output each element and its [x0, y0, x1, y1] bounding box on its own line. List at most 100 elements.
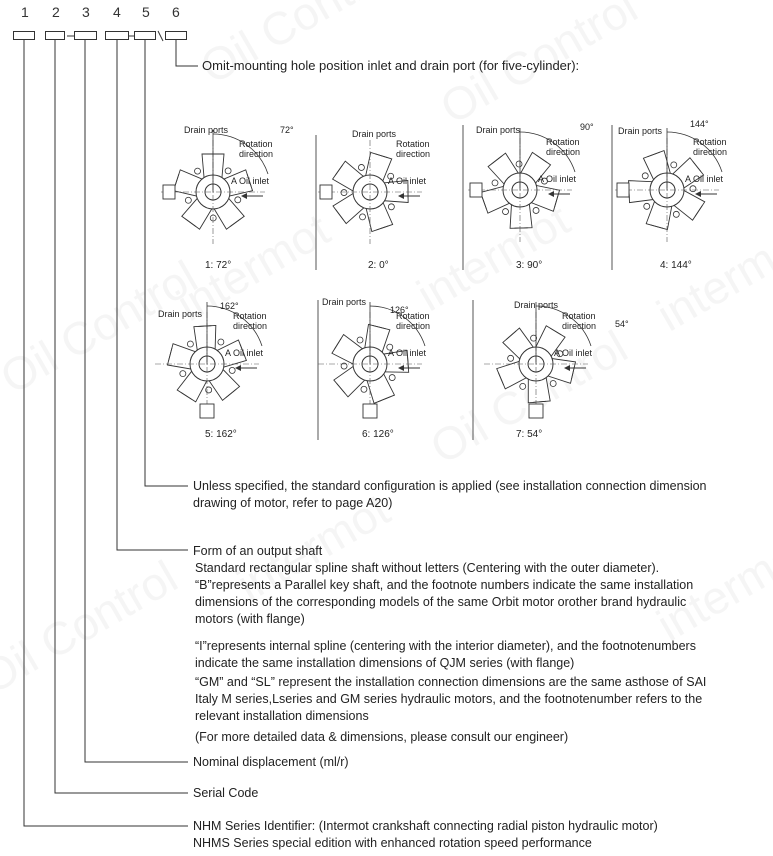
bolt-hole	[502, 208, 509, 215]
inlet-arrow-icon	[695, 191, 701, 197]
bolt-hole	[532, 207, 540, 214]
angle-label: 90°	[580, 122, 594, 132]
bolt-hole	[360, 385, 368, 393]
bolt-hole	[179, 370, 187, 378]
description-4-line: dimensions of the corresponding models o…	[195, 595, 687, 609]
inlet-arrow-icon	[235, 365, 241, 371]
rotation-label: direction	[562, 321, 596, 331]
bolt-hole	[340, 362, 348, 370]
variant-caption: 5: 162°	[205, 429, 237, 440]
bolt-hole	[689, 185, 697, 193]
description-1-line-1: NHM Series Identifier: (Intermot cranksh…	[193, 819, 658, 833]
bolt-hole	[556, 350, 564, 358]
bolt-hole	[205, 386, 213, 394]
description-3: Nominal displacement (ml/r)	[193, 755, 349, 769]
bolt-hole	[184, 196, 192, 204]
variant-caption: 6: 126°	[362, 429, 394, 440]
variant-caption: 2: 0°	[368, 260, 389, 271]
bolt-hole	[234, 196, 242, 204]
bolt-hole	[670, 161, 678, 169]
bolt-hole	[643, 202, 651, 210]
bolt-hole	[387, 203, 395, 211]
description-4-line: “GM” and “SL” represent the installation…	[195, 675, 707, 689]
description-4-line: indicate the same installation dimension…	[195, 656, 575, 670]
oil-inlet-label: A Oil inlet	[388, 348, 427, 358]
bolt-hole	[515, 160, 523, 168]
description-4-line: relevant installation dimensions	[195, 709, 369, 723]
code-position-4: 4	[113, 4, 121, 20]
description-5-line-2: drawing of motor, refer to page A20)	[193, 496, 393, 510]
rotation-label: direction	[239, 149, 273, 159]
rotation-label: direction	[396, 321, 430, 331]
description-4-line: “I”represents internal spline (centering…	[195, 639, 696, 653]
angle-label: 126°	[390, 305, 409, 315]
variant-caption: 3: 90°	[516, 260, 542, 271]
bolt-hole	[186, 340, 194, 348]
bolt-hole	[358, 164, 365, 171]
angle-arc	[666, 131, 723, 173]
inlet-arrow-icon	[398, 193, 404, 199]
bolt-hole	[386, 343, 394, 351]
code-box-2	[45, 31, 65, 40]
oil-inlet-label: A Oil inlet	[225, 348, 264, 358]
section-header: Omit-mounting hole position inlet and dr…	[202, 58, 580, 73]
description-4-line: Italy M series,Lseries and GM series hyd…	[195, 692, 703, 706]
bolt-hole	[228, 367, 236, 374]
description-4-line: motors (with flange)	[195, 612, 305, 626]
code-position-5: 5	[142, 4, 150, 20]
code-position-3: 3	[82, 4, 90, 20]
rotation-label: Rotation	[396, 311, 430, 321]
description-4-title: Form of an output shaft	[193, 544, 323, 558]
angle-label: 162°	[220, 301, 239, 311]
rotation-label: direction	[396, 149, 430, 159]
bolt-hole	[491, 179, 499, 187]
bolt-hole	[340, 189, 348, 196]
drain-ports-label: Drain ports	[476, 125, 521, 135]
oil-inlet-label: A Oil inlet	[231, 176, 270, 186]
rotation-label: Rotation	[396, 139, 430, 149]
angle-label: 54°	[615, 319, 629, 329]
drain-ports-label: Drain ports	[322, 297, 367, 307]
angle-arc	[206, 305, 263, 347]
code-position-1: 1	[21, 4, 29, 20]
bolt-hole	[387, 172, 395, 180]
rotation-label: Rotation	[562, 311, 596, 321]
rotation-label: Rotation	[693, 137, 727, 147]
bolt-hole	[519, 382, 527, 390]
variant-caption: 7: 54°	[516, 429, 542, 440]
description-4-line: “B”represents a Parallel key shaft, and …	[195, 578, 694, 592]
bolt-hole	[549, 380, 557, 387]
inlet-arrow-icon	[548, 191, 554, 197]
drain-ports-label: Drain ports	[618, 126, 663, 136]
variant-caption: 1: 72°	[205, 260, 231, 271]
inlet-arrow-icon	[398, 365, 404, 371]
rotation-label: Rotation	[239, 139, 273, 149]
oil-inlet-label: A Oil inlet	[388, 176, 427, 186]
code-box-5	[134, 31, 156, 40]
code-box-6	[165, 31, 187, 40]
rotation-label: direction	[233, 321, 267, 331]
drain-ports-label: Drain ports	[514, 300, 559, 310]
bolt-hole	[507, 354, 515, 362]
angle-label: 144°	[690, 119, 709, 129]
code-position-6: 6	[172, 4, 180, 20]
code-box-4	[105, 31, 129, 40]
bolt-hole	[217, 338, 225, 346]
angle-arc	[535, 305, 592, 347]
bolt-hole	[388, 374, 396, 381]
code-box-1	[13, 31, 35, 40]
angle-arc	[519, 131, 576, 173]
description-4-line: Standard rectangular spline shaft withou…	[195, 561, 660, 575]
description-5-line-1: Unless specified, the standard configura…	[193, 479, 707, 493]
code-box-3	[74, 31, 97, 40]
drain-ports-label: Drain ports	[184, 125, 229, 135]
angle-arc	[369, 305, 426, 347]
bolt-hole	[541, 177, 548, 185]
